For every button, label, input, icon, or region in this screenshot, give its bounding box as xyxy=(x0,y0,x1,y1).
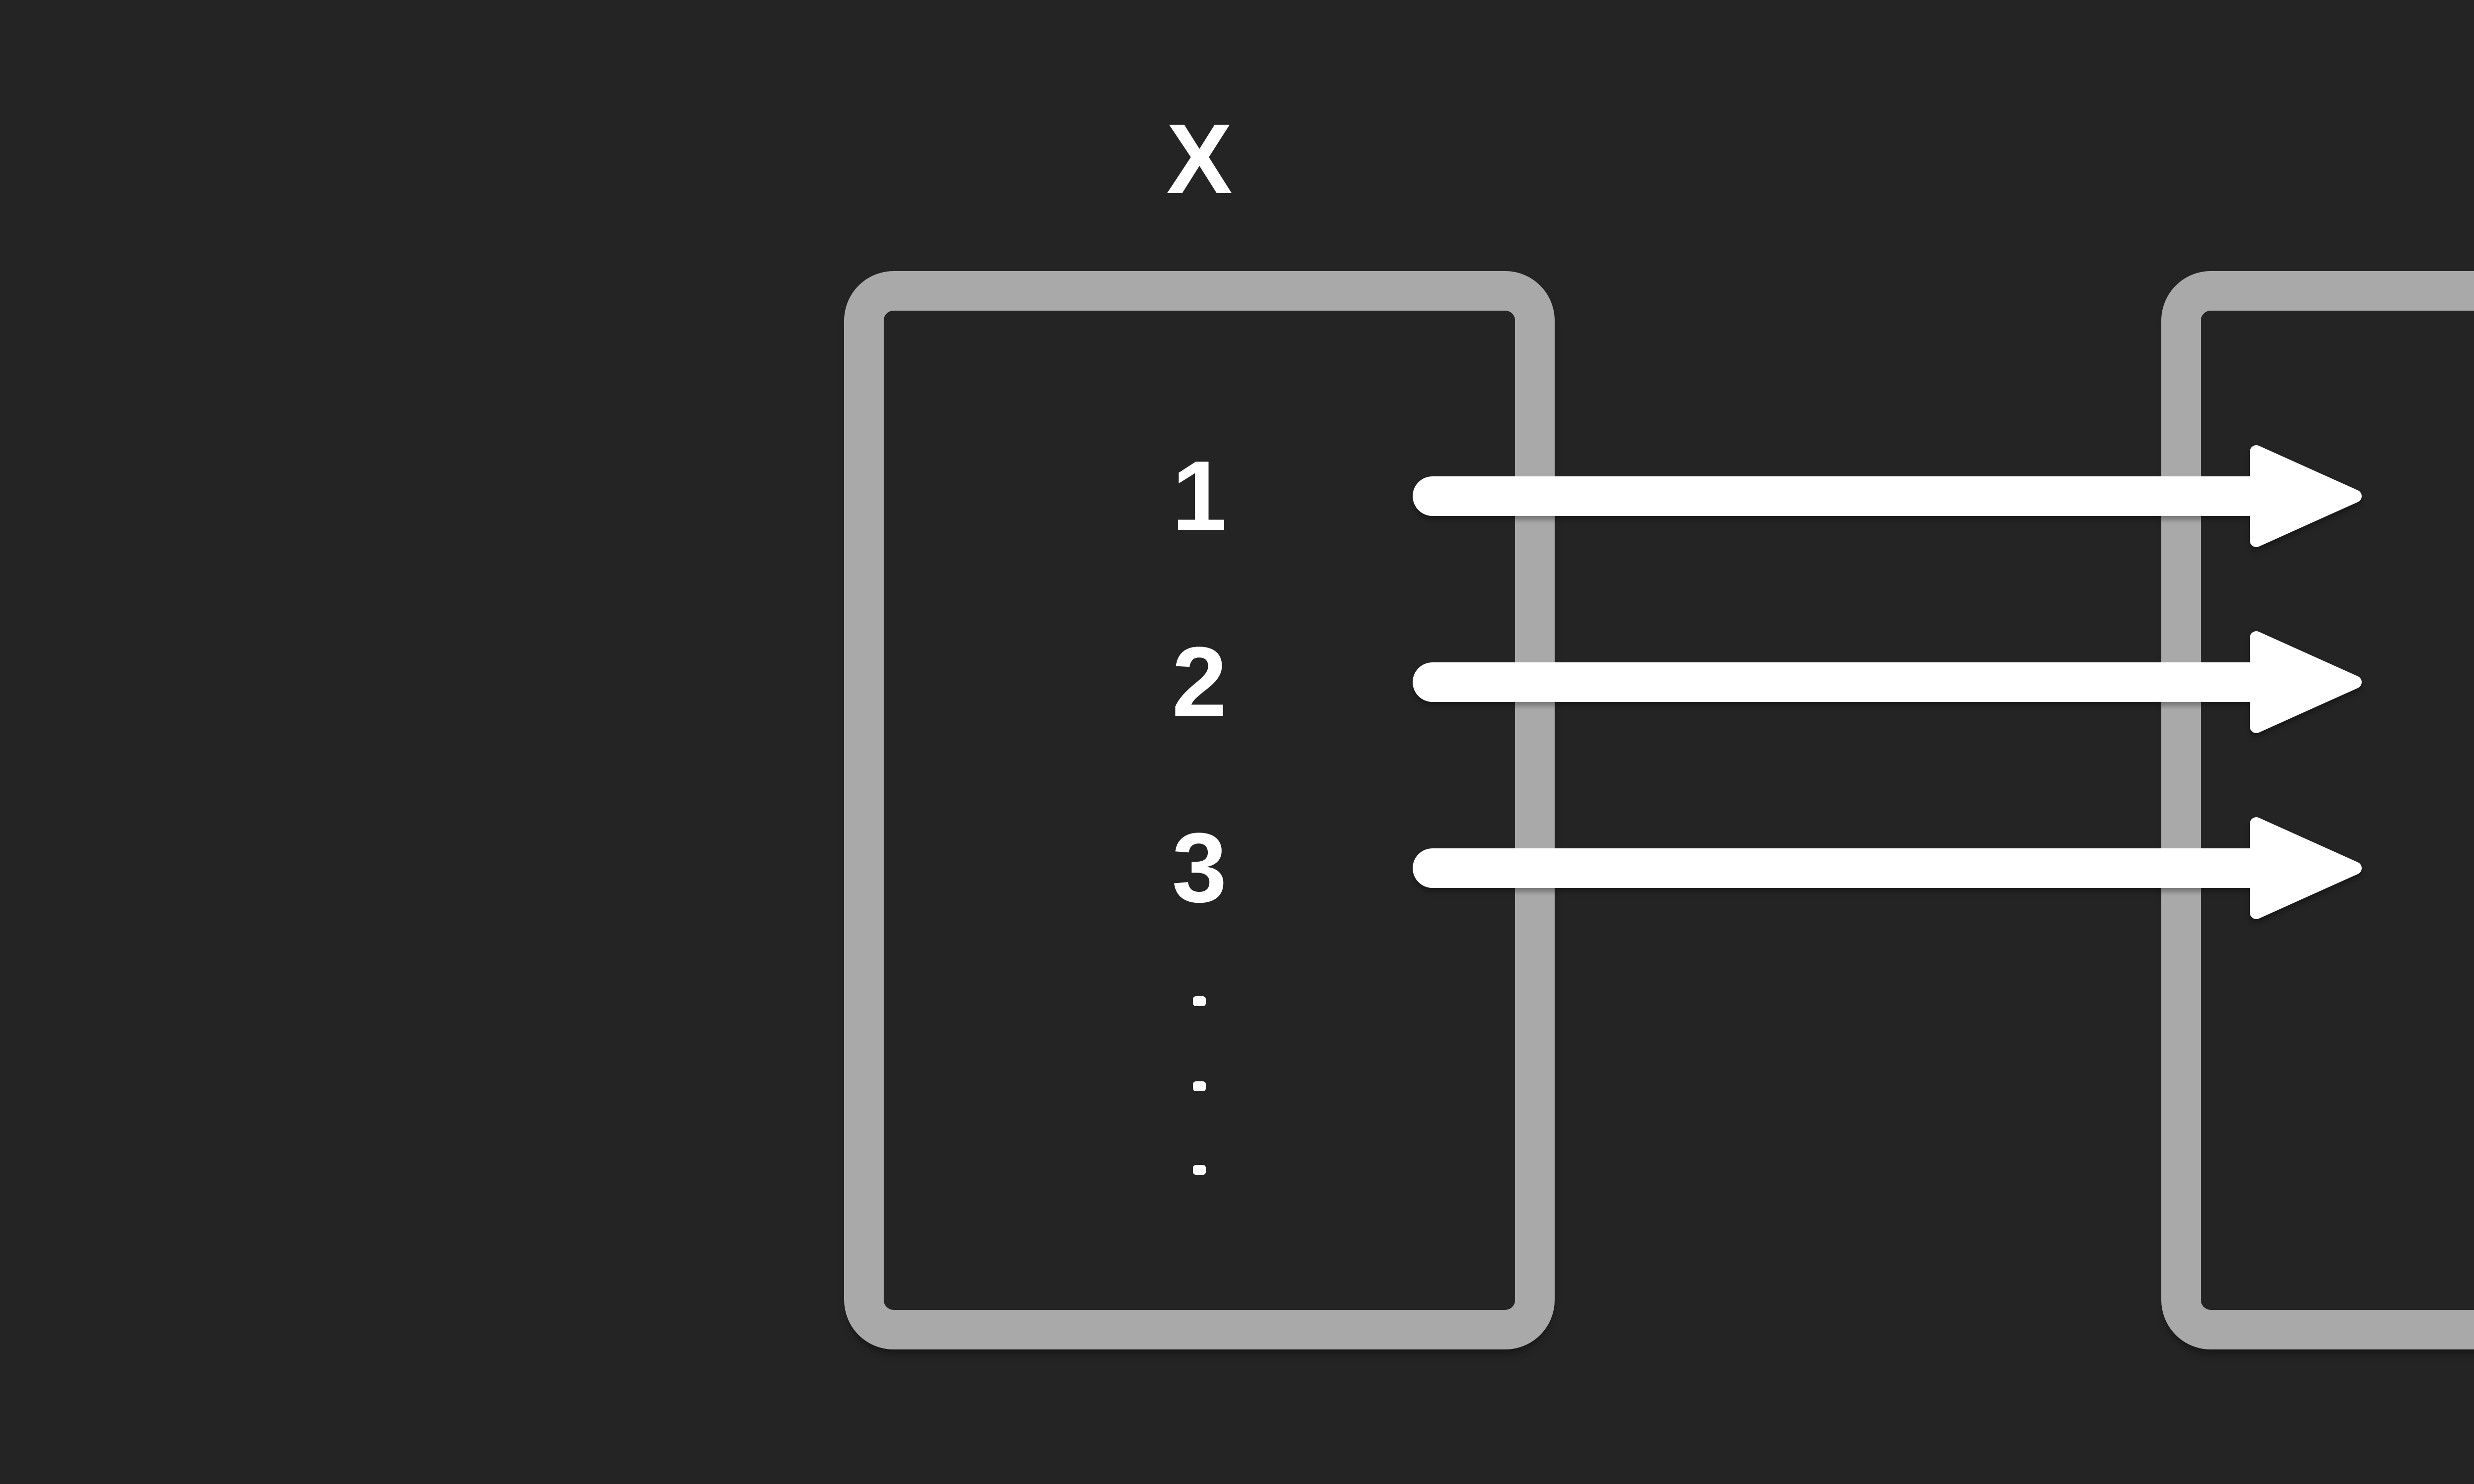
mapping-arrow-3-to-7 xyxy=(1413,817,2362,919)
set-y-box xyxy=(2161,271,2474,1349)
mapping-arrow-2-to-5 xyxy=(1413,631,2362,733)
set-x-box xyxy=(844,271,1555,1349)
set-x-label: X xyxy=(1166,104,1233,214)
set-x-element-2: 2 xyxy=(1172,627,1227,737)
set-x-ellipsis-dot xyxy=(1193,996,1206,1006)
set-x-element-1: 1 xyxy=(1172,441,1227,551)
mapping-arrow-1-to-3 xyxy=(1413,445,2362,547)
set-x-ellipsis-dot xyxy=(1193,1081,1206,1091)
set-x-element-3: 3 xyxy=(1172,813,1227,923)
set-x-ellipsis-dot xyxy=(1193,1165,1206,1175)
